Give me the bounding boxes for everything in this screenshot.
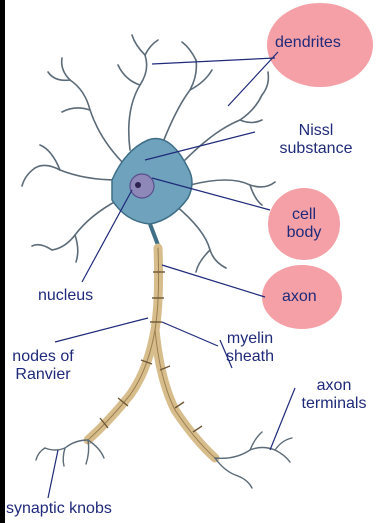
label-synaptic-knobs: synaptic knobs [6,500,112,518]
cell-nucleolus [135,182,141,188]
label-cell-body: cell body [278,206,330,242]
label-pointers [48,52,295,498]
label-nodes-line1: nodes of [4,348,82,366]
label-terminals-line2: terminals [294,395,374,413]
label-axon-terminals: axon terminals [294,377,374,413]
label-nodes-of-ranvier: nodes of Ranvier [4,348,82,384]
cell-nucleus [130,174,154,198]
label-cell-body-line1: cell [278,206,330,224]
label-nissl-line1: Nissl [256,122,376,140]
label-nissl-substance: Nissl substance [256,122,376,158]
label-nodes-line2: Ranvier [4,366,82,384]
label-nucleus: nucleus [38,287,93,305]
label-nissl-line2: substance [256,140,376,158]
label-dendrites: dendrites [275,34,341,52]
label-cell-body-line2: body [278,224,330,242]
label-myelin-line2: sheath [218,348,282,366]
label-terminals-line1: axon [294,377,374,395]
label-myelin-line1: myelin [218,330,282,348]
label-myelin-sheath: myelin sheath [218,330,282,366]
terminal-branches [36,432,292,488]
axon-hillock [150,224,158,245]
label-axon: axon [282,288,317,306]
